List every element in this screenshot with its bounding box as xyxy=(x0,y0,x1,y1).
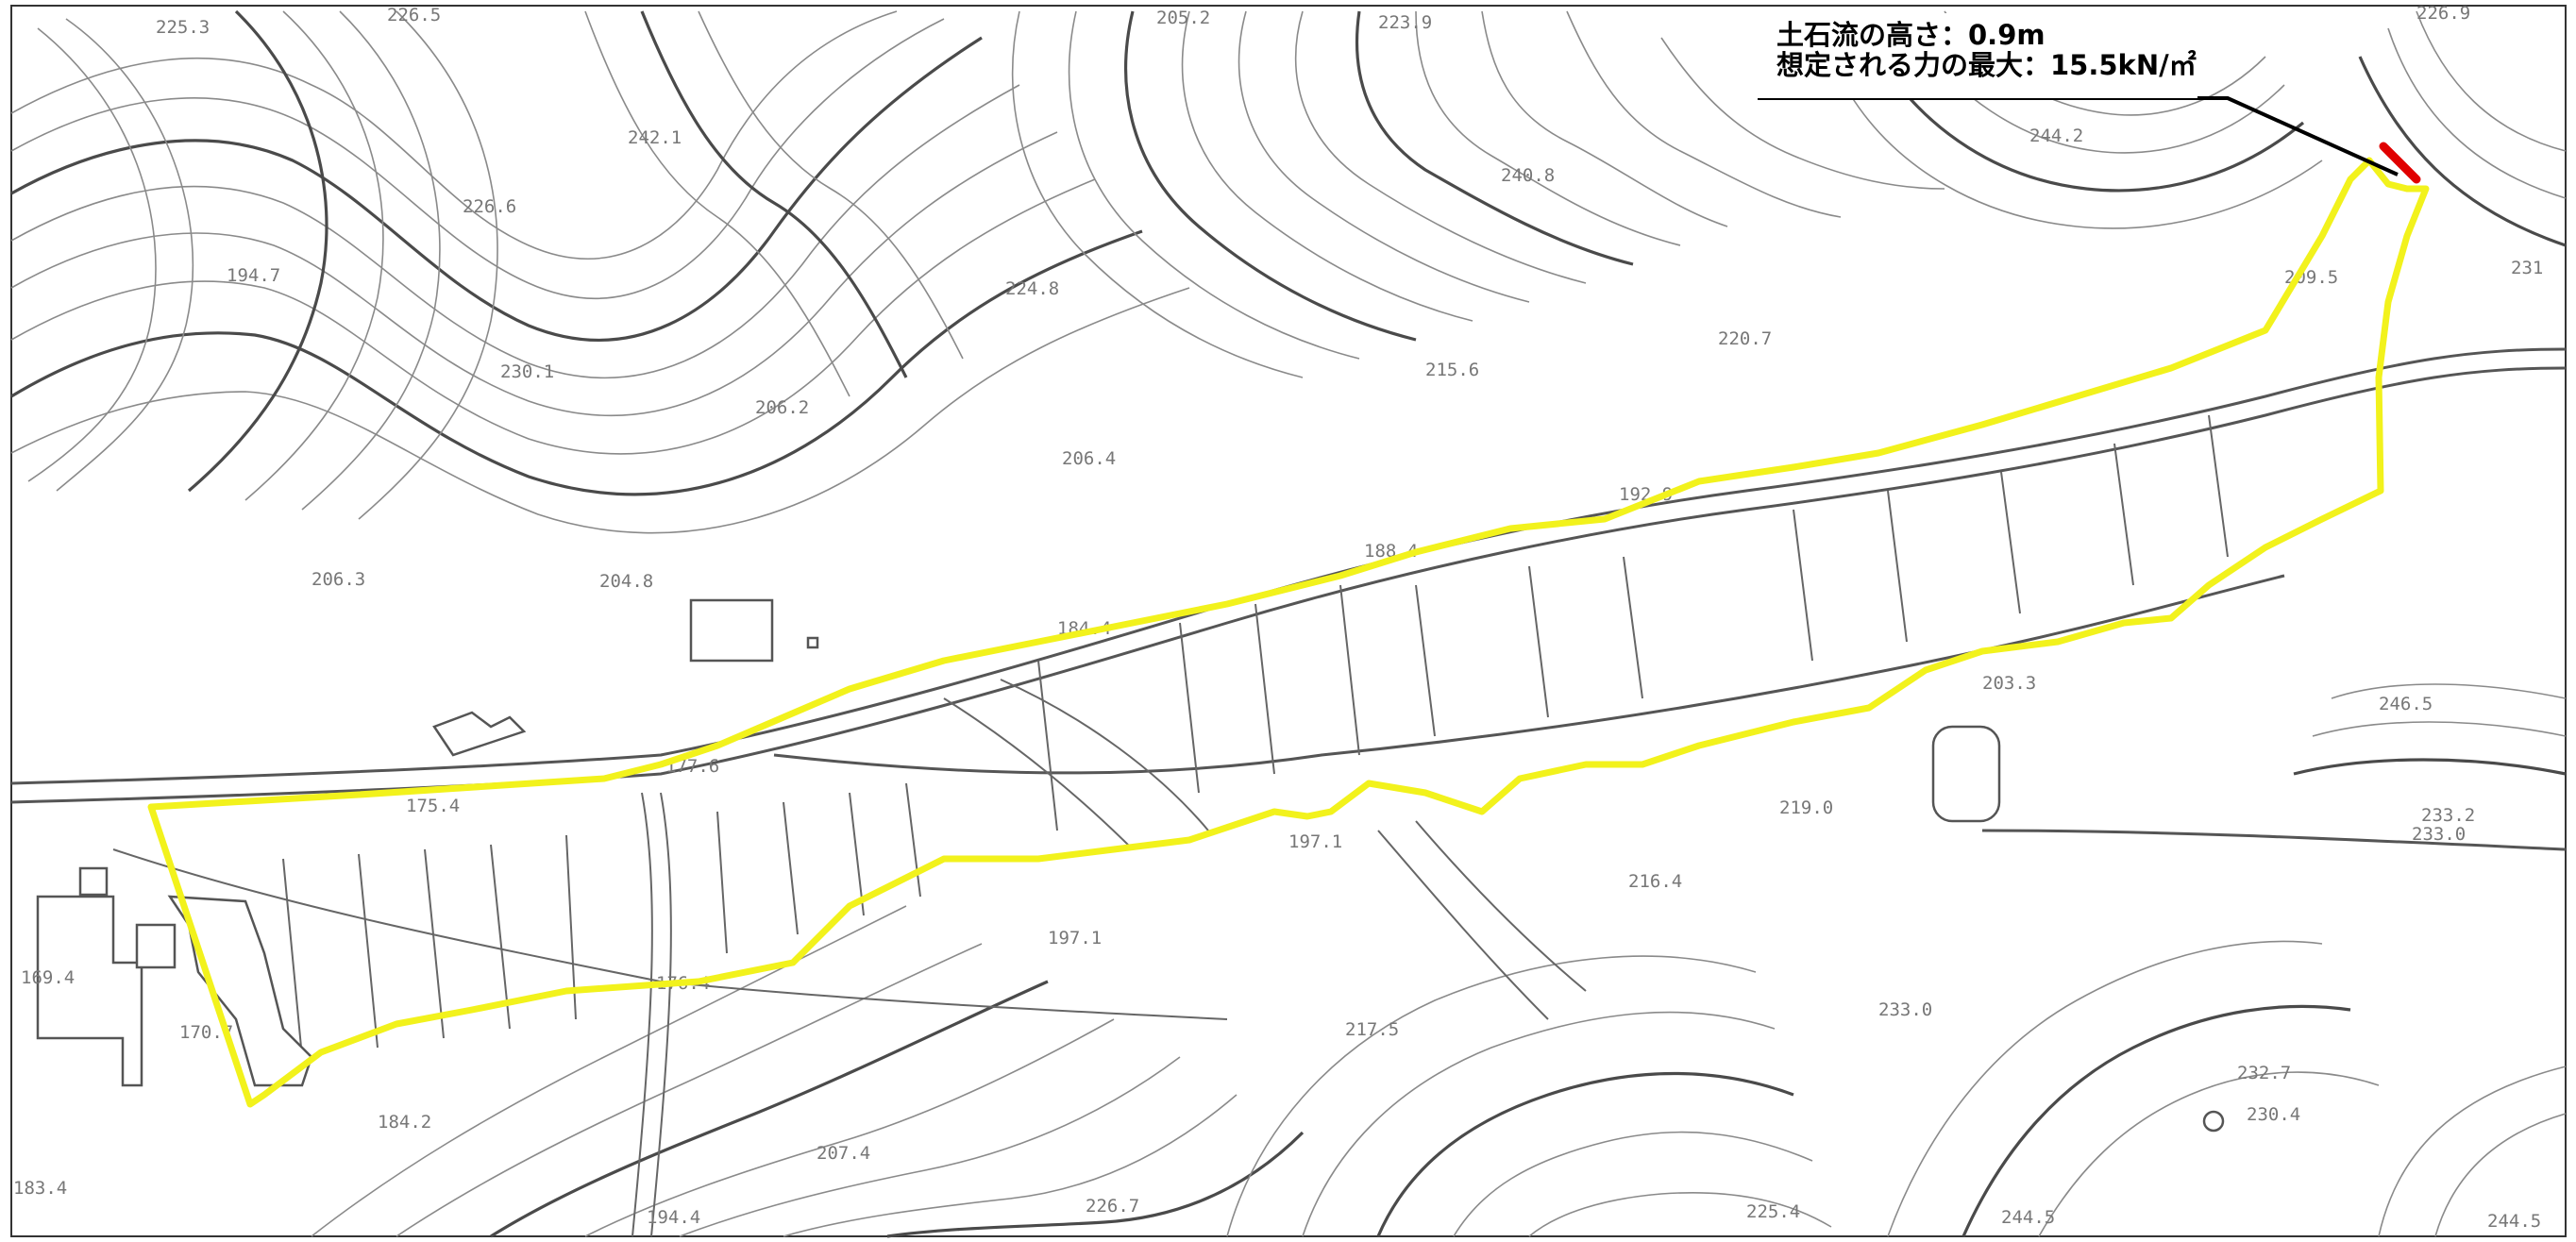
elevation-label: 197.1 xyxy=(1288,831,1342,852)
elevation-label: 232.7 xyxy=(2237,1063,2291,1083)
map-border xyxy=(10,5,2567,1237)
elevation-label: 226.6 xyxy=(463,196,516,217)
elevation-label: 219.0 xyxy=(1779,797,1833,818)
elevation-label: 226.9 xyxy=(2416,3,2470,24)
elevation-label: 244.2 xyxy=(2029,126,2083,146)
building xyxy=(78,866,109,897)
elevation-label: 242.1 xyxy=(628,127,682,148)
elevation-label: 244.5 xyxy=(2487,1211,2541,1232)
elevation-label: 206.3 xyxy=(311,569,365,590)
elevation-label: 184.2 xyxy=(378,1112,431,1133)
building xyxy=(689,598,774,663)
debris-flow-hazard-zone[interactable] xyxy=(147,157,2430,1108)
debris-source-marker[interactable] xyxy=(2379,142,2421,184)
contour-lines xyxy=(10,9,2567,1238)
building xyxy=(135,923,177,969)
elevation-label: 170.7 xyxy=(179,1022,233,1043)
elevation-label: 216.4 xyxy=(1628,871,1682,892)
elevation-label: 224.8 xyxy=(1005,278,1059,299)
paddy-fields xyxy=(282,414,2229,1058)
elevation-label: 183.4 xyxy=(13,1178,67,1199)
monument-symbol xyxy=(2202,1110,2225,1133)
elevation-label: 230.1 xyxy=(500,361,554,382)
elevation-label: 225.4 xyxy=(1746,1201,1800,1222)
elevation-label: 207.4 xyxy=(817,1143,870,1164)
building xyxy=(167,895,313,1087)
elevation-label: 226.5 xyxy=(387,5,441,25)
annotation-leader-line xyxy=(1758,96,2399,176)
elevation-label: 230.4 xyxy=(2247,1104,2300,1125)
elevation-label: 169.4 xyxy=(21,967,75,988)
elevation-label: 233.0 xyxy=(2412,824,2466,845)
elevation-label: 205.2 xyxy=(1156,8,1210,28)
elevation-label: 194.7 xyxy=(227,265,280,286)
elevation-label: 206.4 xyxy=(1062,448,1116,469)
max-force-label: 想定される力の最大：15.5kN/㎡ xyxy=(1776,49,2197,81)
elevation-label: 233.2 xyxy=(2421,805,2475,826)
elevation-label: 217.5 xyxy=(1345,1019,1399,1040)
elevation-label: 194.4 xyxy=(647,1207,700,1228)
elevation-label: 223.9 xyxy=(1378,12,1432,33)
building xyxy=(36,895,143,1087)
building xyxy=(1931,725,2001,823)
buildings xyxy=(36,598,2225,1133)
elevation-label: 175.4 xyxy=(406,796,460,816)
annotation-box xyxy=(1754,13,2197,98)
building xyxy=(432,711,527,757)
elevation-label: 206.2 xyxy=(755,397,809,418)
elevation-label: 244.5 xyxy=(2001,1207,2055,1228)
elevation-label: 225.3 xyxy=(156,17,210,38)
debris-flow-height-label: 土石流の高さ：0.9m xyxy=(1776,19,2046,51)
elevation-label: 220.7 xyxy=(1718,328,1772,349)
elevation-label: 204.8 xyxy=(599,571,653,592)
elevation-label: 215.6 xyxy=(1425,360,1479,380)
elevation-labels: 225.3 226.5 205.2 223.9 226.9 242.1 226.6 240.8… xyxy=(13,3,2543,1232)
elevation-label: 240.8 xyxy=(1501,165,1555,186)
elevation-label: 203.3 xyxy=(1982,673,2036,694)
elevation-label: 231 xyxy=(2511,258,2543,278)
elevation-label: 197.1 xyxy=(1048,928,1102,948)
elevation-label: 233.0 xyxy=(1878,999,1932,1020)
elevation-label: 226.7 xyxy=(1086,1196,1139,1217)
elevation-label: 246.5 xyxy=(2379,694,2433,714)
building xyxy=(806,636,819,649)
